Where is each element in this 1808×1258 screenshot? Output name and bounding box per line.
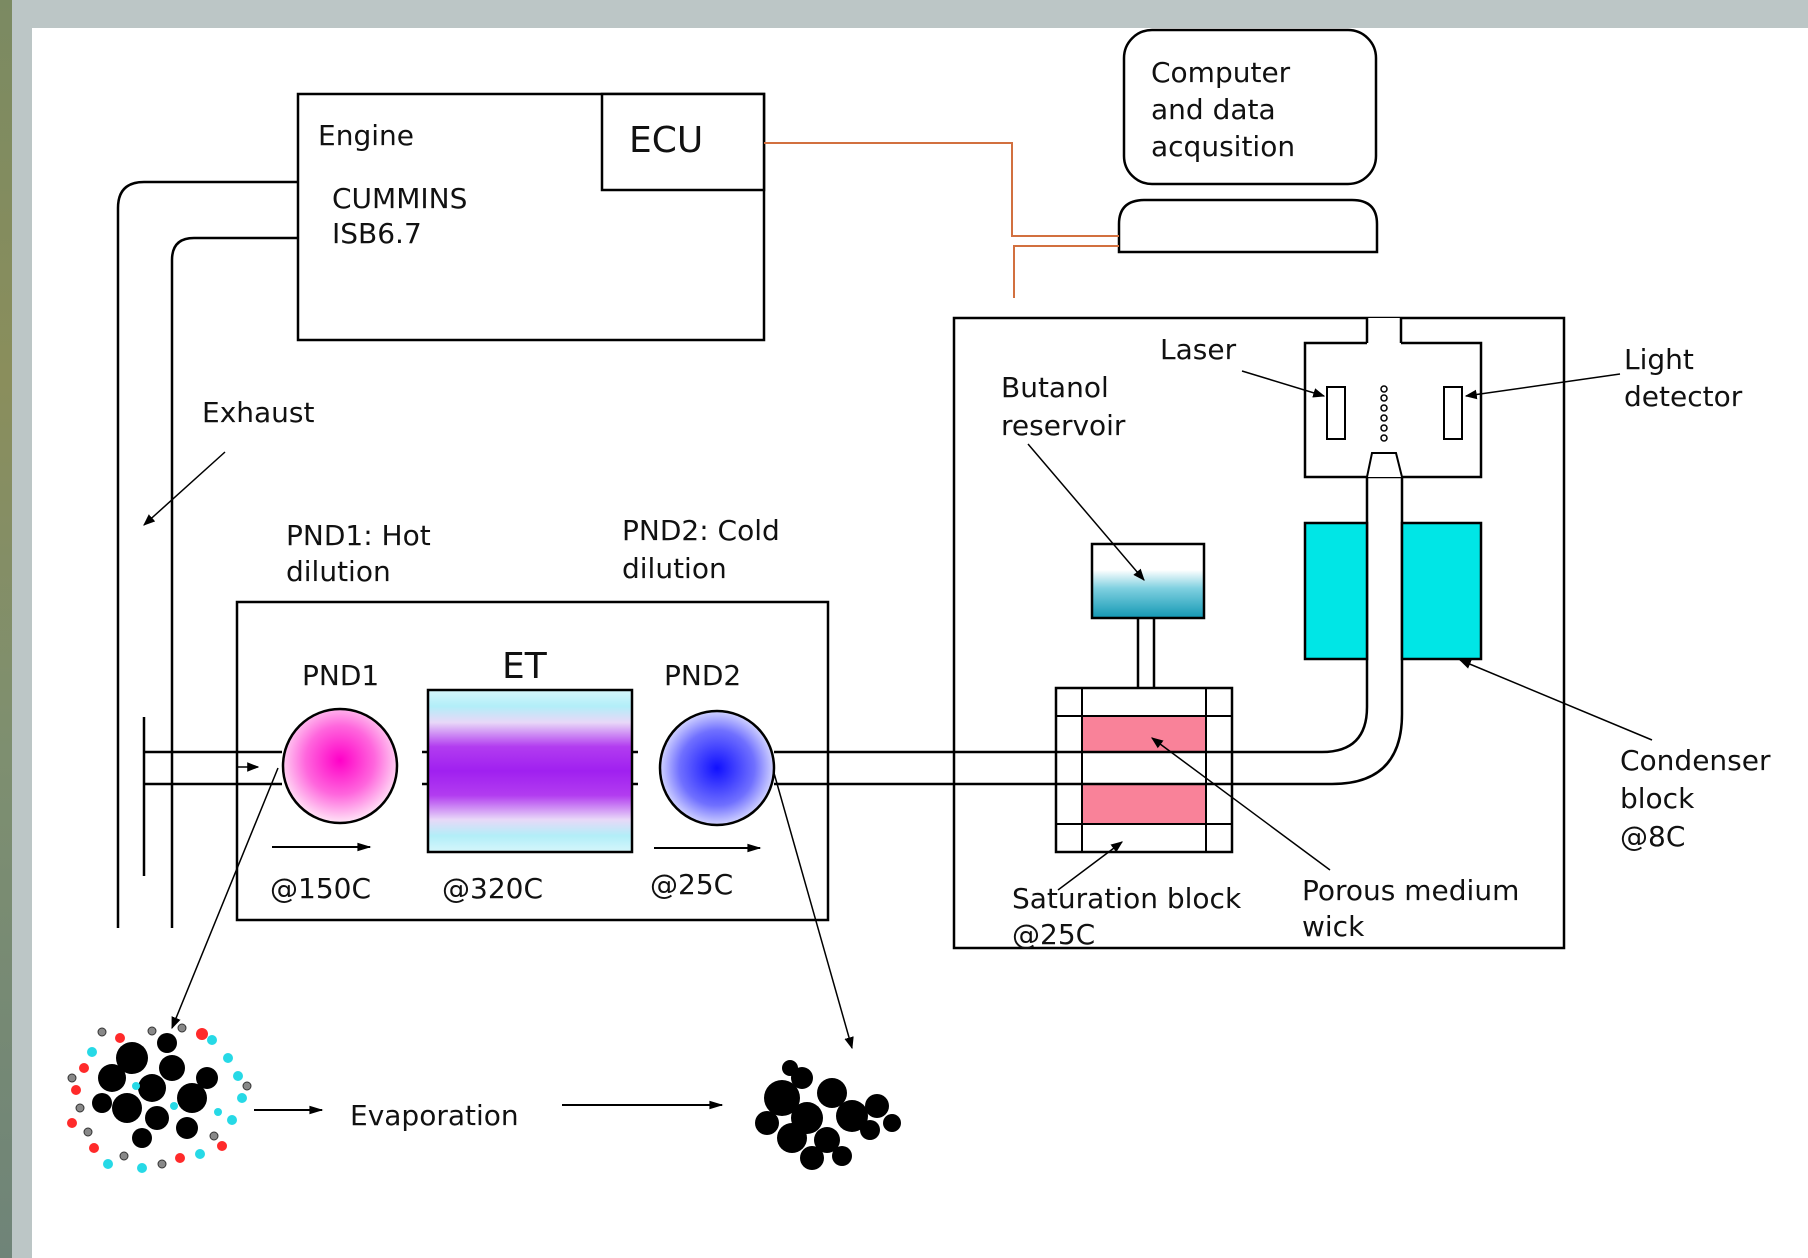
porous-wick-bottom [1081, 783, 1207, 825]
condenser-arrow [1458, 659, 1653, 741]
pnd2-description-line2: dilution [622, 552, 727, 585]
signal-wires [764, 142, 1119, 298]
pnd1-temperature: @150C [270, 872, 371, 905]
pnd2-temperature: @25C [650, 868, 733, 901]
pnd1-description-line2: dilution [286, 555, 391, 588]
optics-chamber [1303, 318, 1483, 479]
engine-label: Engine [318, 119, 414, 152]
computer-monitor [1122, 28, 1378, 186]
saturation-block [1054, 686, 1234, 854]
porous-arrow [1151, 737, 1331, 871]
computer-keyboard [1117, 198, 1379, 254]
et-label: ET [502, 646, 548, 687]
exhaust-pipes [116, 180, 298, 928]
exhaust-arrow [143, 451, 226, 526]
pnd2-diluter [658, 709, 776, 827]
condenser-block-right [1400, 521, 1483, 661]
ecu-label: ECU [629, 120, 703, 161]
butanol-label-line2: reservoir [1001, 409, 1126, 442]
porous-label-line1: Porous medium [1302, 874, 1519, 907]
pnd2-particle-callout-arrow [773, 772, 854, 1050]
pnd2-label: PND2 [664, 659, 741, 692]
pnd1-label: PND1 [302, 659, 379, 692]
porous-label-line2: wick [1302, 910, 1365, 943]
pnd1-diluter [281, 707, 399, 825]
laser-source [1326, 386, 1346, 440]
condenser-label-line3: @8C [1620, 820, 1685, 853]
porous-wick-top [1081, 715, 1207, 753]
dilution-enclosure [235, 600, 830, 922]
condenser-label-line2: block [1620, 782, 1695, 815]
computer-label-line1: Computer [1151, 56, 1291, 89]
saturation-label-line2: @25C [1012, 918, 1095, 951]
butanol-arrow [1027, 443, 1145, 581]
wet-particle-cluster [67, 1023, 252, 1173]
engine-model-line2: ISB6.7 [332, 217, 422, 250]
light-detector-label-line2: detector [1624, 380, 1743, 413]
pnd2-description-line1: PND2: Cold [622, 514, 780, 547]
laser-arrow [1241, 370, 1326, 398]
computer-label-line3: acqusition [1151, 130, 1295, 163]
condenser-label-line1: Condenser [1620, 744, 1771, 777]
evaporation-tube [426, 688, 634, 854]
computer-workstation: Computer and data acqusition [1117, 28, 1379, 254]
pnd1-particle-callout-arrow [171, 767, 279, 1030]
butanol-reservoir [1090, 542, 1206, 620]
ecu-box [600, 92, 766, 192]
window-frame-strip [0, 0, 12, 1258]
laser-label: Laser [1160, 333, 1237, 366]
light-detector-label-line1: Light [1624, 343, 1694, 376]
engine-block: Engine CUMMINS ISB6.7 ECU [296, 92, 766, 342]
et-temperature: @320C [442, 872, 543, 905]
evaporation-label: Evaporation [350, 1099, 519, 1132]
diagram-canvas: Engine CUMMINS ISB6.7 ECU Computer and d… [32, 28, 1808, 1258]
saturation-label-line1: Saturation block [1012, 882, 1242, 915]
dry-particle-cluster [755, 1060, 901, 1170]
pnd1-description-line1: PND1: Hot [286, 519, 431, 552]
light-detector-element [1443, 386, 1463, 440]
light-detector-arrow [1464, 373, 1621, 400]
butanol-label-line1: Butanol [1001, 371, 1109, 404]
condenser-block-left [1303, 521, 1369, 661]
schematic-diagram: Engine CUMMINS ISB6.7 ECU Computer and d… [67, 28, 1771, 1173]
computer-label-line2: and data [1151, 93, 1276, 126]
saturation-arrow [1057, 841, 1123, 891]
sampling-line [144, 466, 1404, 786]
droplet-stream [1380, 385, 1388, 442]
engine-model-line1: CUMMINS [332, 182, 467, 215]
cpc-enclosure [952, 316, 1566, 950]
exhaust-label: Exhaust [202, 396, 315, 429]
